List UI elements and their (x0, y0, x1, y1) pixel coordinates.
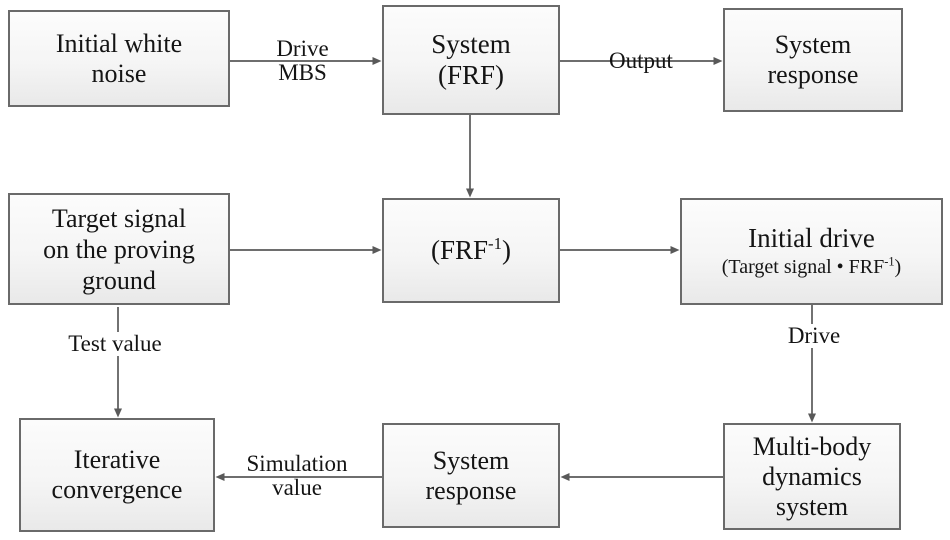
initial-drive-sub-pre: (Target signal • FRF (721, 256, 885, 278)
node-label: Target signal (51, 203, 187, 233)
edge-label-line: Simulation (246, 451, 348, 476)
edge-label-line: MBS (278, 60, 327, 85)
edge-label-drive-mbs: Drive MBS (255, 37, 350, 85)
edge-label-line: value (272, 475, 322, 500)
node-initial-drive: Initial drive (Target signal • FRF-1) (680, 198, 943, 305)
node-label: (FRF-1) (431, 235, 511, 266)
node-frf-inverse: (FRF-1) (382, 198, 560, 303)
node-label: System (774, 30, 852, 59)
initial-drive-sub-sup: -1 (884, 254, 895, 269)
node-label: ground (82, 265, 156, 295)
frf-inv-sup: -1 (488, 234, 502, 253)
node-label: convergence (51, 475, 183, 504)
node-label: response (425, 475, 517, 505)
node-target-signal: Target signal on the proving ground (8, 193, 230, 305)
edge-label-drive: Drive (777, 324, 851, 348)
node-label: System (432, 445, 510, 475)
frf-inv-post: ) (502, 235, 511, 265)
node-label: (FRF) (437, 60, 505, 90)
node-system-frf: System (FRF) (382, 5, 560, 115)
node-label: dynamics (762, 461, 862, 491)
node-multibody-system: Multi-body dynamics system (723, 423, 901, 530)
edge-label-simulation-value: Simulation value (242, 452, 352, 500)
node-initial-white-noise: Initial white noise (8, 10, 230, 107)
edge-label-output: Output (609, 48, 673, 73)
node-label: response (767, 60, 859, 89)
node-label: on the proving (43, 234, 195, 264)
node-label: Initial white (55, 28, 183, 58)
edge-label-test-value: Test value (50, 332, 180, 356)
node-system-response-top: System response (723, 8, 903, 112)
frf-inv-pre: (FRF (431, 235, 489, 265)
node-system-response-bottom: System response (382, 423, 560, 528)
initial-drive-sub-post: ) (894, 256, 902, 278)
node-sublabel: (Target signal • FRF-1) (722, 254, 901, 280)
node-label: Initial drive (748, 223, 875, 253)
node-label: system (775, 491, 849, 521)
node-label: System (431, 29, 511, 59)
edge-label-line: Drive (276, 36, 329, 61)
node-label: Multi-body (752, 431, 872, 461)
node-iterative-convergence: Iterative convergence (19, 418, 215, 532)
node-label: Iterative (73, 445, 161, 474)
node-label: noise (91, 58, 147, 88)
